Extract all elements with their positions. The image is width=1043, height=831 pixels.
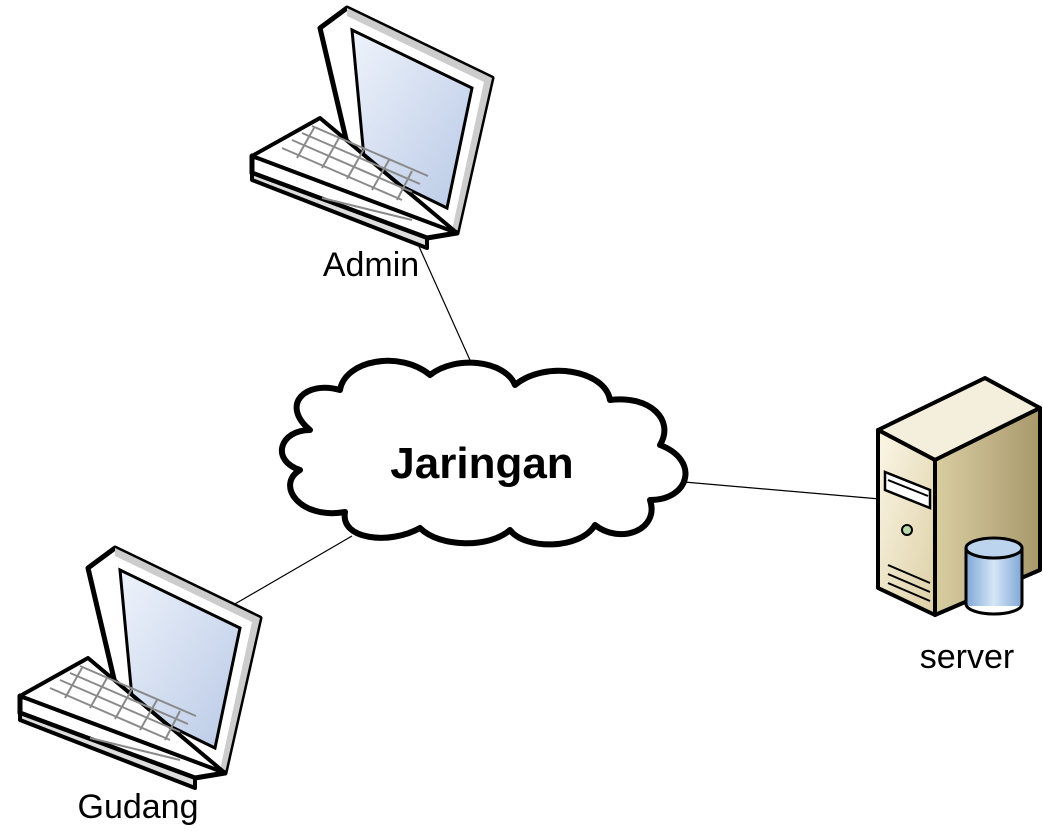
network-cloud: Jaringan — [278, 357, 689, 548]
server-icon — [876, 376, 1042, 617]
link-gudang-jaringan — [227, 535, 353, 609]
node-gudang-label: Gudang — [78, 788, 199, 826]
node-gudang: Gudang — [20, 548, 260, 826]
node-server: server — [876, 376, 1042, 676]
laptop-icon — [252, 8, 492, 248]
node-admin: Admin — [252, 8, 492, 284]
node-admin-label: Admin — [323, 246, 419, 284]
cloud-label: Jaringan — [390, 439, 573, 488]
node-server-label: server — [920, 638, 1014, 676]
laptop-icon — [20, 548, 260, 788]
link-admin-jaringan — [407, 221, 479, 379]
cloud-icon — [278, 357, 689, 548]
